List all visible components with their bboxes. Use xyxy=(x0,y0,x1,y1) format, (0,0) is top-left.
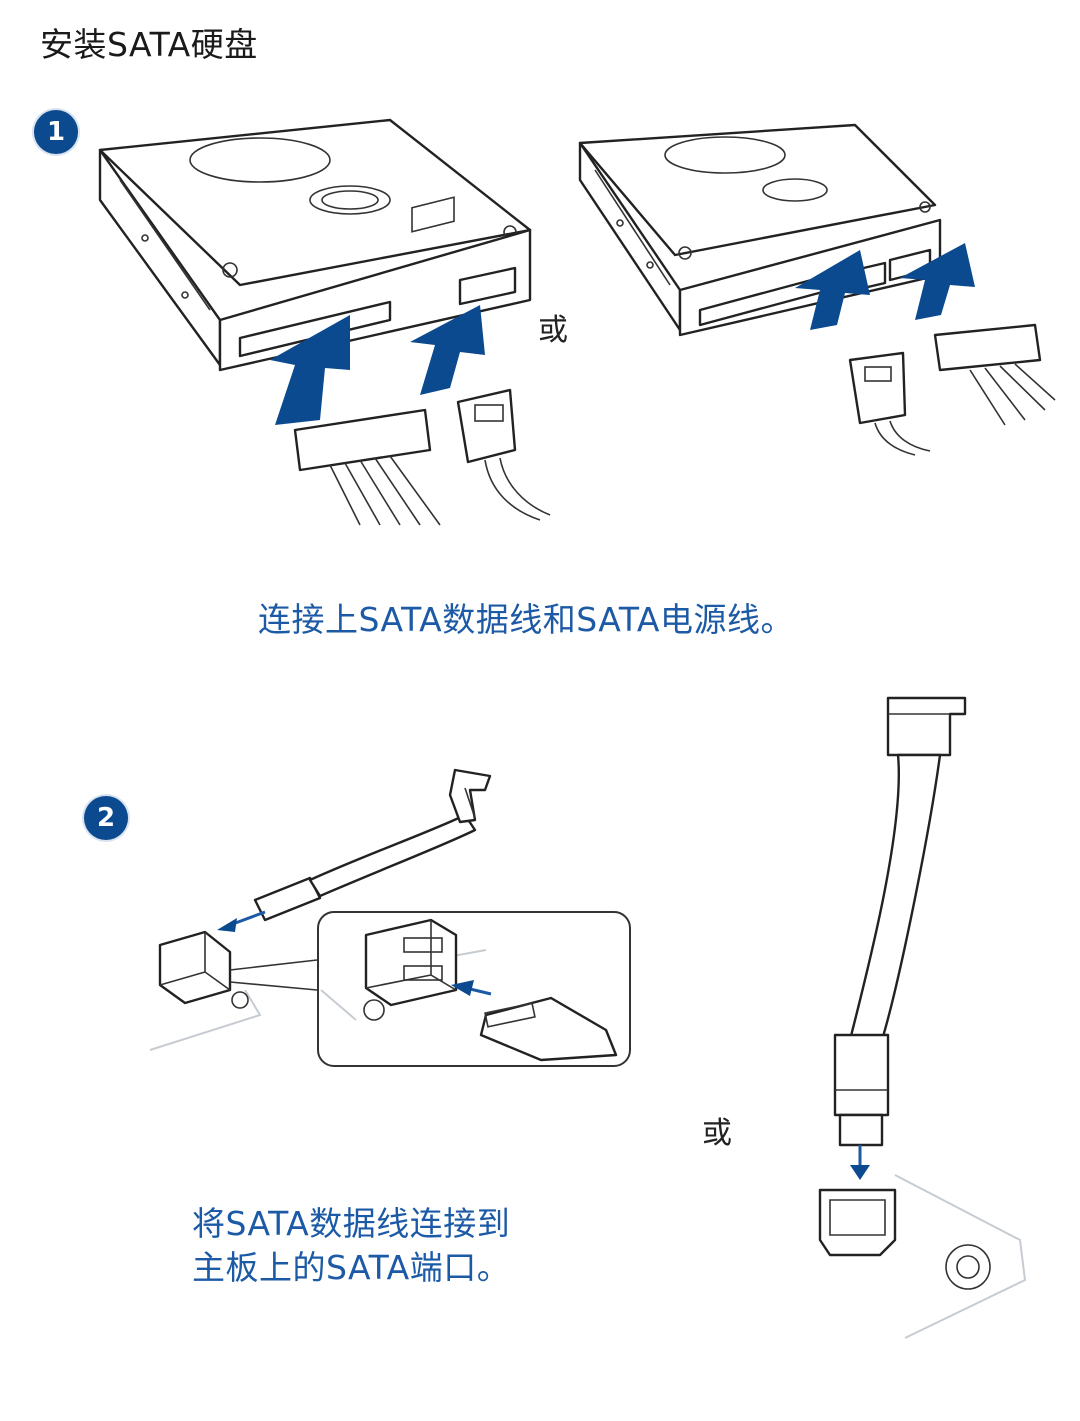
hard-drive-icon xyxy=(98,118,551,526)
step-2-caption-line2: 主板上的SATA端口。 xyxy=(192,1248,511,1287)
step-2-badge: 2 xyxy=(84,796,128,840)
or-label-step2: 或 xyxy=(702,1116,732,1151)
or-label-step1: 或 xyxy=(538,313,568,348)
sata-data-cable-icon xyxy=(818,696,1027,1339)
sata-data-cable-icon xyxy=(149,768,492,1051)
motherboard-sata-port-icon xyxy=(317,911,631,1067)
page-title: 安装SATA硬盘 xyxy=(40,25,258,64)
step-2-caption: 将SATA数据线连接到 主板上的SATA端口。 xyxy=(192,1202,510,1290)
step-1-badge: 1 xyxy=(34,110,78,154)
step-2-caption-line1: 将SATA数据线连接到 xyxy=(192,1204,511,1243)
step-1-caption: 连接上SATA数据线和SATA电源线。 xyxy=(258,600,794,639)
hard-drive-icon xyxy=(578,123,1056,456)
